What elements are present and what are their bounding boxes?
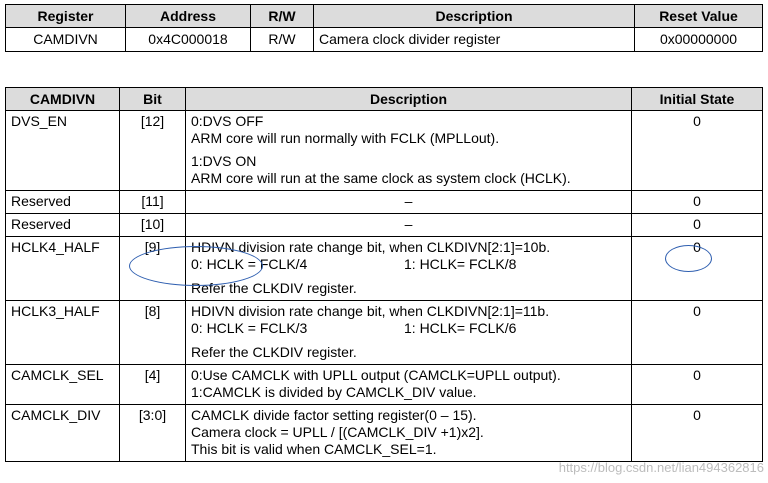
- field-description: HDIVN division rate change bit, when CLK…: [185, 300, 632, 365]
- field-description: –: [185, 190, 632, 214]
- field-name: HCLK4_HALF: [5, 236, 120, 301]
- header-field-description: Description: [185, 87, 632, 111]
- bit-field-header: CAMDIVN Bit Description Initial State: [5, 87, 763, 111]
- table-row: Reserved [10] – 0: [5, 213, 763, 237]
- description-line: 1:DVS ON: [191, 153, 257, 169]
- header-description: Description: [313, 4, 635, 28]
- description-options: 0: HCLK = FCLK/3 1: HCLK= FCLK/6: [191, 320, 626, 337]
- field-initial-state: 0: [631, 110, 763, 191]
- header-initial-state: Initial State: [631, 87, 763, 111]
- register-address: 0x4C000018: [125, 27, 251, 52]
- table-row: DVS_EN [12] 0:DVS OFF ARM core will run …: [5, 110, 763, 191]
- field-bit: [12]: [119, 110, 186, 191]
- field-initial-state: 0: [631, 300, 763, 365]
- description-line: Camera clock = UPLL / [(CAMCLK_DIV +1)x2…: [191, 424, 484, 440]
- description-line: ARM core will run normally with FCLK (MP…: [191, 130, 500, 146]
- field-description: 0:DVS OFF ARM core will run normally wit…: [185, 110, 632, 191]
- header-register: Register: [5, 4, 126, 28]
- field-description: CAMCLK divide factor setting register(0 …: [185, 404, 632, 462]
- header-bit: Bit: [119, 87, 186, 111]
- header-field-name: CAMDIVN: [5, 87, 120, 111]
- bit-field-table: CAMDIVN Bit Description Initial State DV…: [5, 87, 763, 462]
- table-row: CAMCLK_SEL [4] 0:Use CAMCLK with UPLL ou…: [5, 364, 763, 405]
- description-line: 1:CAMCLK is divided by CAMCLK_DIV value.: [191, 384, 477, 400]
- header-reset-value: Reset Value: [634, 4, 763, 28]
- description-line: CAMCLK divide factor setting register(0 …: [191, 407, 477, 423]
- description-line: Refer the CLKDIV register.: [191, 344, 357, 360]
- field-name: HCLK3_HALF: [5, 300, 120, 365]
- table-row: CAMDIVN 0x4C000018 R/W Camera clock divi…: [5, 27, 763, 52]
- option-0-text: 0: HCLK = FCLK/3: [191, 320, 308, 336]
- description-line: 0:Use CAMCLK with UPLL output (CAMCLK=UP…: [191, 367, 561, 383]
- field-description: –: [185, 213, 632, 237]
- field-bit: [3:0]: [119, 404, 186, 462]
- table-row: Reserved [11] – 0: [5, 190, 763, 214]
- table-row: CAMCLK_DIV [3:0] CAMCLK divide factor se…: [5, 404, 763, 462]
- field-name: DVS_EN: [5, 110, 120, 191]
- register-name: CAMDIVN: [5, 27, 126, 52]
- field-name: Reserved: [5, 213, 120, 237]
- field-initial-state: 0: [631, 190, 763, 214]
- field-bit: [8]: [119, 300, 186, 365]
- watermark: https://blog.csdn.net/lian494362816: [558, 460, 764, 475]
- description-line: HDIVN division rate change bit, when CLK…: [191, 303, 550, 319]
- description-line: Refer the CLKDIV register.: [191, 280, 357, 296]
- description-line: This bit is valid when CAMCLK_SEL=1.: [191, 441, 437, 457]
- field-name: Reserved: [5, 190, 120, 214]
- header-address: Address: [125, 4, 251, 28]
- field-initial-state: 0: [631, 236, 763, 301]
- field-initial-state: 0: [631, 364, 763, 405]
- table-row: HCLK3_HALF [8] HDIVN division rate chang…: [5, 300, 763, 365]
- register-reset-value: 0x00000000: [634, 27, 763, 52]
- field-name: CAMCLK_SEL: [5, 364, 120, 405]
- option-0-text: 0: HCLK = FCLK/4: [191, 256, 308, 272]
- field-description: 0:Use CAMCLK with UPLL output (CAMCLK=UP…: [185, 364, 632, 405]
- option-1-text: 1: HCLK= FCLK/6: [404, 320, 517, 336]
- field-description: HDIVN division rate change bit, when CLK…: [185, 236, 632, 301]
- register-description: Camera clock divider register: [313, 27, 635, 52]
- field-bit: [9]: [119, 236, 186, 301]
- field-bit: [10]: [119, 213, 186, 237]
- header-rw: R/W: [250, 4, 314, 28]
- description-options: 0: HCLK = FCLK/4 1: HCLK= FCLK/8: [191, 256, 626, 273]
- table-row: HCLK4_HALF [9] HDIVN division rate chang…: [5, 236, 763, 301]
- description-line: 0:DVS OFF: [191, 113, 264, 129]
- description-line: ARM core will run at the same clock as s…: [191, 170, 571, 186]
- field-name: CAMCLK_DIV: [5, 404, 120, 462]
- register-summary-table: Register Address R/W Description Reset V…: [5, 4, 763, 52]
- field-bit: [4]: [119, 364, 186, 405]
- option-1-text: 1: HCLK= FCLK/8: [404, 256, 517, 272]
- register-rw: R/W: [250, 27, 314, 52]
- register-summary-header: Register Address R/W Description Reset V…: [5, 4, 763, 28]
- field-initial-state: 0: [631, 213, 763, 237]
- field-initial-state: 0: [631, 404, 763, 462]
- field-bit: [11]: [119, 190, 186, 214]
- description-line: HDIVN division rate change bit, when CLK…: [191, 239, 551, 255]
